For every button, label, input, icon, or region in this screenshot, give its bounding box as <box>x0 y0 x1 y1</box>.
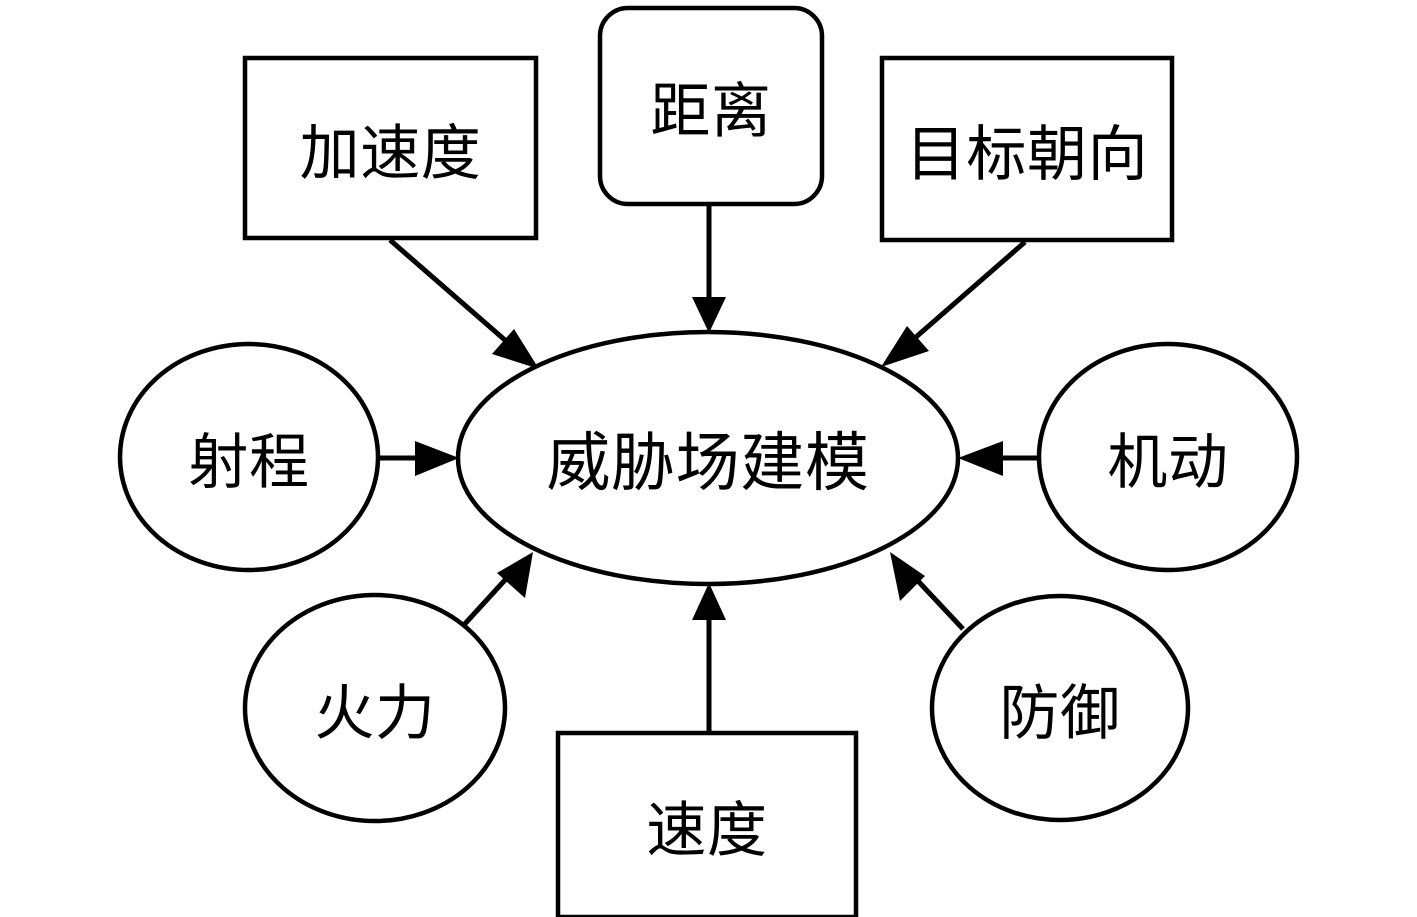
node-shape-threat-field-modeling[interactable] <box>455 329 961 587</box>
arrowhead-icon <box>692 583 726 620</box>
node-shape-distance[interactable] <box>597 5 825 207</box>
node-shape-target-heading[interactable] <box>879 55 1175 243</box>
arrowhead-icon <box>492 329 539 369</box>
node-shape-acceleration[interactable] <box>242 55 539 241</box>
node-shape-speed[interactable] <box>555 730 859 917</box>
edge-range-to-center <box>379 441 459 476</box>
edge-line <box>388 238 515 349</box>
arrowhead-icon <box>692 297 726 333</box>
edge-maneuverability-to-center <box>958 441 1040 476</box>
edge-firepower-to-center <box>460 552 533 629</box>
edge-speed-to-center <box>692 583 726 732</box>
edge-acceleration-to-center <box>388 238 539 369</box>
arrowhead-icon <box>890 552 925 601</box>
edge-target-heading-to-center <box>881 240 1027 367</box>
edge-line <box>460 578 507 629</box>
arrowhead-icon <box>415 441 459 476</box>
node-shape-maneuverability[interactable] <box>1036 341 1300 573</box>
edge-defense-to-center <box>890 552 965 631</box>
edge-distance-to-center <box>692 206 726 333</box>
node-shape-firepower[interactable] <box>242 592 508 824</box>
node-shape-defense[interactable] <box>929 593 1191 823</box>
edge-line <box>906 240 1027 346</box>
arrowhead-icon <box>497 552 533 598</box>
node-shape-range[interactable] <box>117 341 381 573</box>
arrowhead-icon <box>881 326 929 367</box>
arrowhead-icon <box>958 441 1003 476</box>
edge-line <box>916 579 965 631</box>
